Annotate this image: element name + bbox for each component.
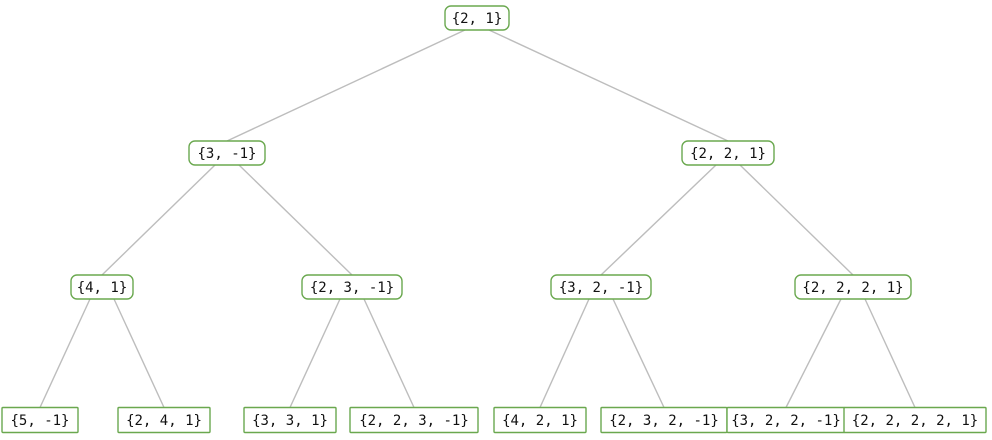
tree-edge [226, 29, 466, 142]
tree-edge [785, 298, 842, 408]
tree-node-label: {2, 4, 1} [126, 413, 202, 429]
tree-edge [739, 164, 854, 276]
tree-node: {2, 2, 3, -1} [349, 406, 479, 434]
tree-node-box [1, 406, 79, 434]
tree-node-box [188, 140, 266, 166]
tree-node-box [794, 274, 912, 300]
tree-node-label: {3, 2, -1} [559, 280, 643, 296]
tree-node-box [550, 274, 652, 300]
tree-node: {3, 2, -1} [550, 274, 652, 300]
tree-node-label: {3, -1} [197, 146, 256, 162]
tree-node: {2, 2, 1} [681, 140, 775, 166]
tree-edge [600, 164, 717, 276]
tree-node-label: {4, 2, 1} [502, 413, 578, 429]
tree-node: {3, 3, 1} [243, 406, 337, 434]
tree-node: {2, 2, 2, 1} [794, 274, 912, 300]
tree-node-label: {2, 2, 1} [690, 146, 766, 162]
tree-edge [864, 298, 916, 408]
tree-node-box [444, 5, 510, 31]
tree-node: {2, 4, 1} [117, 406, 211, 434]
tree-node: {3, -1} [188, 140, 266, 166]
tree-node-box [493, 406, 587, 434]
tree-node: {2, 1} [444, 5, 510, 31]
tree-node-box [843, 406, 987, 434]
tree-node-label: {4, 1} [77, 280, 128, 296]
tree-node-label: {2, 3, 2, -1} [609, 413, 719, 429]
tree-node: {2, 2, 2, 2, 1} [843, 406, 987, 434]
tree-edge [39, 298, 91, 408]
tree-node: {2, 3, -1} [301, 274, 403, 300]
tree-nodes: {2, 1} {3, -1} {2, 2, 1} {4, 1} {2, 3, -1} {3… [1, 5, 987, 434]
tree-node: {3, 2, 2, -1} [726, 406, 846, 434]
tree-node-label: {3, 2, 2, -1} [731, 413, 841, 429]
tree-edge [363, 298, 415, 408]
tree-node-box [70, 274, 134, 300]
tree-edge [101, 164, 216, 276]
tree-edge [113, 298, 165, 408]
tree-edge [539, 298, 590, 408]
tree-edge [612, 298, 665, 408]
tree-node-label: {2, 2, 2, 2, 1} [852, 413, 978, 429]
tree-node-box [681, 140, 775, 166]
tree-node: {5, -1} [1, 406, 79, 434]
tree-node-label: {2, 2, 3, -1} [359, 413, 469, 429]
tree-edge [238, 164, 353, 276]
tree-node-box [243, 406, 337, 434]
tree-edge [488, 29, 729, 142]
tree-node-label: {5, -1} [10, 413, 69, 429]
tree-node: {4, 2, 1} [493, 406, 587, 434]
tree-node-label: {2, 2, 2, 1} [802, 280, 903, 296]
tree-node-box [117, 406, 211, 434]
tree-node-box [349, 406, 479, 434]
tree-node: {4, 1} [70, 274, 134, 300]
tree-node-label: {3, 3, 1} [252, 413, 328, 429]
tree-edges [39, 29, 916, 408]
tree-node-label: {2, 1} [452, 11, 503, 27]
tree-node-box [301, 274, 403, 300]
tree-edge [289, 298, 341, 408]
tree-node: {2, 3, 2, -1} [600, 406, 728, 434]
tree-node-label: {2, 3, -1} [310, 280, 394, 296]
